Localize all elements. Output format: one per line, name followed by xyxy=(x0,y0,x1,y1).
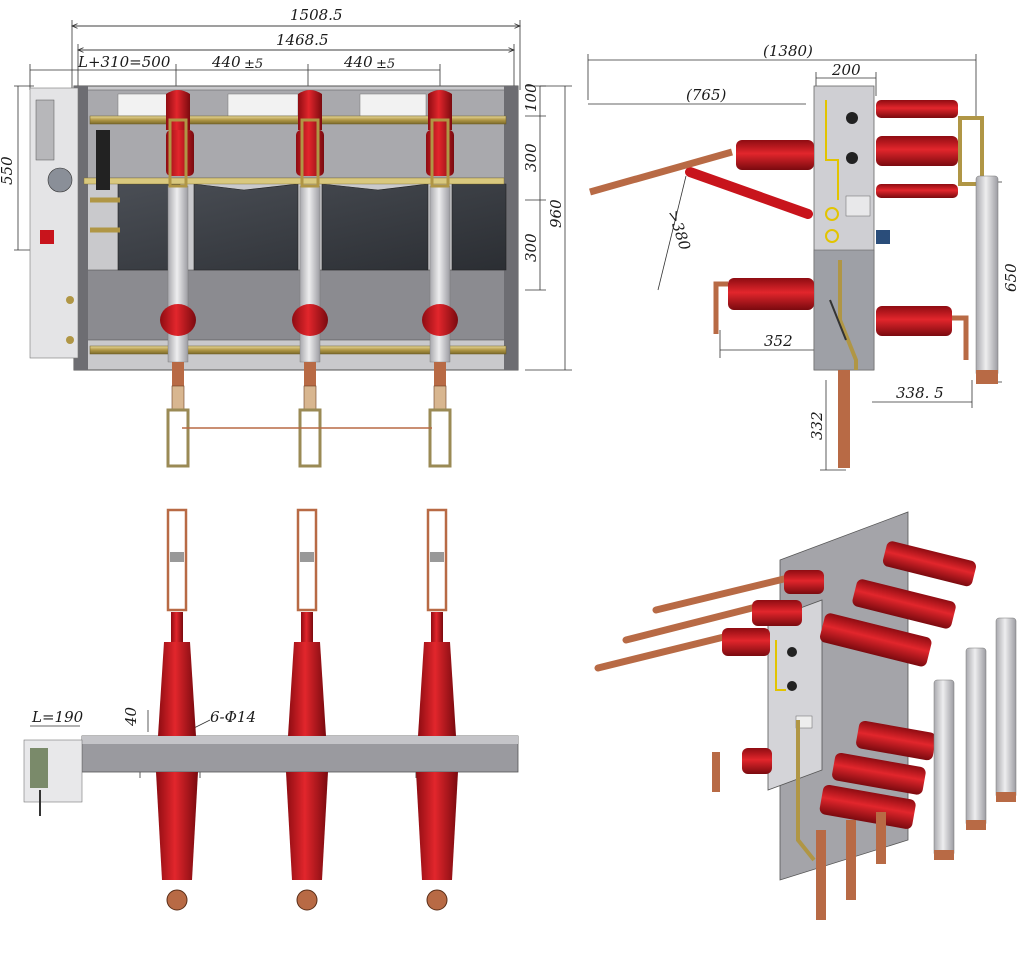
top-view: L=190 40 6-Φ14 125 315 125 315 125 160 xyxy=(23,508,519,911)
front-view: 1508.5 1468.5 L+310=500 440 ±5 440 ±5 55… xyxy=(0,6,572,468)
side-fuse-tube xyxy=(975,175,999,377)
dim-side-bottom: 332 xyxy=(808,411,826,440)
dim-left-span: L+310=500 xyxy=(77,53,171,71)
front-pole-b xyxy=(292,90,328,468)
side-indicator-icon xyxy=(846,112,858,124)
side-upper-insulators xyxy=(589,100,984,219)
iso-insulators xyxy=(722,541,976,829)
side-bottom-terminal xyxy=(838,370,850,468)
dim-side-offset: 338. 5 xyxy=(896,384,944,402)
front-operating-mechanism xyxy=(29,87,120,359)
dim-top-left: L=190 xyxy=(31,708,84,726)
iso-fuses xyxy=(933,617,1017,860)
dim-right-mid: 300 xyxy=(522,143,540,172)
isometric-view xyxy=(594,511,1017,920)
top-pole-c xyxy=(416,508,458,911)
front-spring xyxy=(96,130,110,190)
iso-bottom-terminals xyxy=(712,752,886,920)
front-lower-shaft xyxy=(89,345,507,355)
dim-pitch-b-tol: ±5 xyxy=(376,57,395,72)
front-dimension-lines xyxy=(14,20,572,371)
dim-side-fuse-height: 650 xyxy=(1002,263,1020,292)
dim-pitch-b: 440 xyxy=(343,53,373,71)
dim-side-width: 200 xyxy=(831,61,861,79)
dim-side-terminal: 352 xyxy=(764,332,793,350)
top-mechanism xyxy=(23,739,83,816)
side-view: (1380) 200 (765) >380 650 352 338. 5 332 xyxy=(587,42,1020,471)
dim-pitch-a: 440 xyxy=(211,53,241,71)
iso-arms xyxy=(594,574,792,672)
top-pole-b xyxy=(286,508,328,911)
dim-top-depth: 40 xyxy=(122,706,140,727)
iso-mechanism-plate xyxy=(767,599,823,791)
dim-overall-outer: 1508.5 xyxy=(290,6,343,24)
dim-side-overall: (1380) xyxy=(763,42,813,60)
top-pole-a xyxy=(156,508,198,911)
front-pole-c xyxy=(422,90,458,468)
dim-left-height: 550 xyxy=(0,156,16,185)
dim-overall-inner: 1468.5 xyxy=(276,31,329,49)
dim-top-holes: 6-Φ14 xyxy=(210,708,256,726)
dim-side-arm: (765) xyxy=(686,86,726,104)
dim-right-top: 100 xyxy=(522,83,540,112)
side-lower-insulators xyxy=(713,278,969,360)
front-pole-a xyxy=(160,90,196,468)
dim-right-total: 960 xyxy=(547,199,565,228)
dim-pitch-a-tol: ±5 xyxy=(244,57,263,72)
dim-right-low: 300 xyxy=(522,233,540,262)
